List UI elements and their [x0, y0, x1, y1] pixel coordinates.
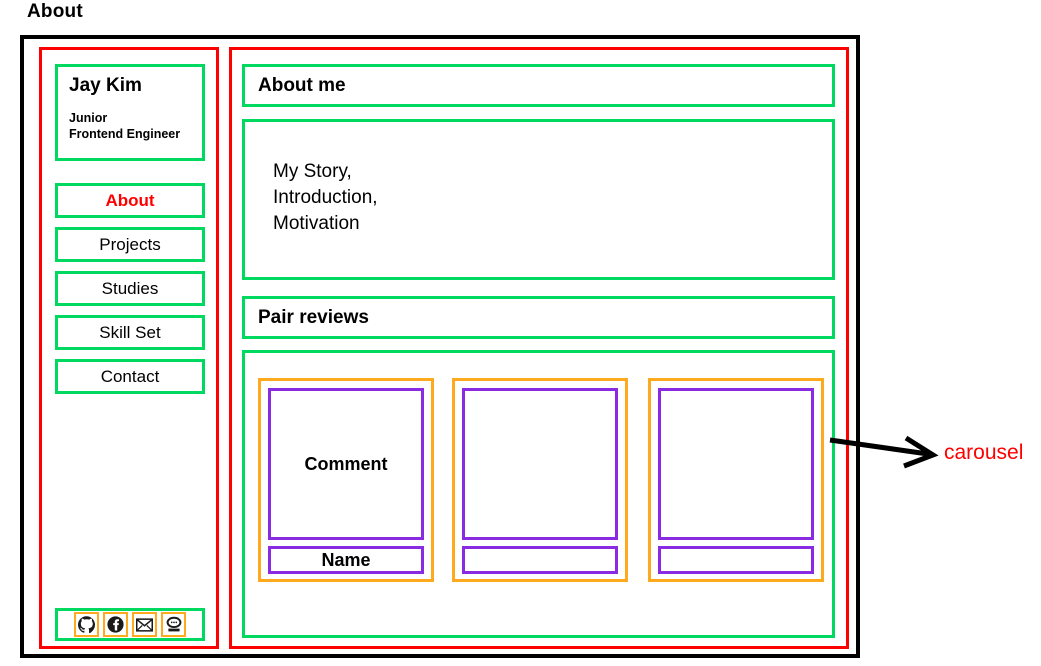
review-name: Name — [268, 546, 424, 574]
carousel[interactable]: Comment Name — [242, 350, 835, 638]
social-links-bar — [55, 608, 205, 641]
profile-card: Jay Kim Junior Frontend Engineer — [55, 64, 205, 161]
review-card[interactable] — [452, 378, 628, 582]
sidebar-item-about[interactable]: About — [55, 183, 205, 218]
sidebar-region: Jay Kim Junior Frontend Engineer About P… — [39, 47, 219, 649]
sidebar-item-contact[interactable]: Contact — [55, 359, 205, 394]
about-body-line-2: Introduction, — [273, 187, 378, 209]
facebook-icon[interactable] — [103, 612, 128, 637]
review-name — [658, 546, 814, 574]
profile-role-line-2: Frontend Engineer — [69, 126, 181, 141]
carousel-annotation-label: carousel — [944, 441, 1024, 464]
page-title: About — [27, 1, 83, 22]
github-icon[interactable] — [74, 612, 99, 637]
about-section-header: About me — [242, 64, 835, 107]
about-body-line-1: My Story, — [273, 161, 352, 182]
email-icon[interactable] — [132, 612, 157, 637]
review-comment — [462, 388, 618, 540]
about-body-line-3: Motivation — [273, 213, 360, 235]
pair-reviews-section-header: Pair reviews — [242, 296, 835, 339]
sidebar-item-skill-set[interactable]: Skill Set — [55, 315, 205, 350]
review-card[interactable]: Comment Name — [258, 378, 434, 582]
review-comment — [658, 388, 814, 540]
wireframe-outer-frame: Jay Kim Junior Frontend Engineer About P… — [20, 35, 860, 658]
sidebar-item-label: Projects — [99, 234, 161, 254]
about-body-box: My Story, Introduction, Motivation — [242, 119, 835, 280]
sidebar-item-projects[interactable]: Projects — [55, 227, 205, 262]
sidebar-item-label: Contact — [100, 366, 160, 386]
carousel-annotation-arrow — [829, 435, 939, 469]
sidebar-item-label: About — [105, 190, 155, 210]
review-name — [462, 546, 618, 574]
sidebar-item-studies[interactable]: Studies — [55, 271, 205, 306]
review-comment: Comment — [268, 388, 424, 540]
content-region: About me My Story, Introduction, Motivat… — [229, 47, 849, 649]
profile-name: Jay Kim — [69, 75, 142, 96]
sidebar-item-label: Studies — [101, 278, 159, 298]
chat-icon[interactable] — [161, 612, 186, 637]
profile-role-line-1: Junior — [69, 110, 108, 125]
pair-reviews-header-label: Pair reviews — [258, 306, 369, 328]
review-card[interactable] — [648, 378, 824, 582]
about-header-label: About me — [258, 74, 346, 96]
sidebar-item-label: Skill Set — [99, 322, 161, 342]
